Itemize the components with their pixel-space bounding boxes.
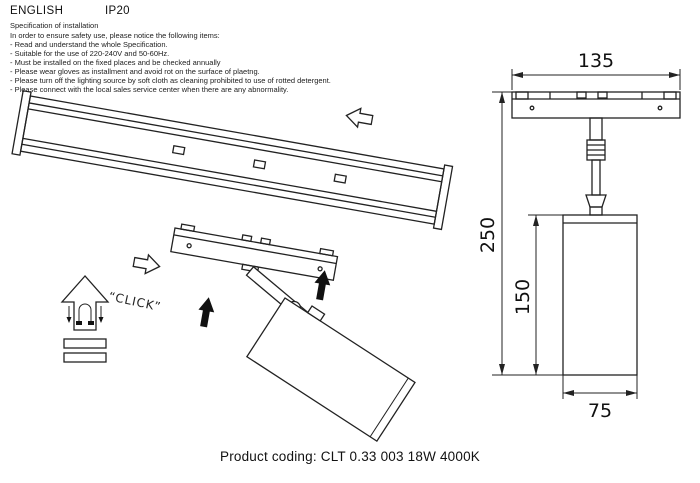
slide-arrow-right-icon [132, 253, 161, 275]
product-coding: Product coding: CLT 0.33 003 18W 4000K [219, 449, 480, 464]
spec-block: Specification of installation In order t… [10, 21, 380, 94]
track-adapter [170, 223, 339, 282]
lamp-head [245, 297, 416, 443]
click-label: “CLICK” [107, 289, 162, 314]
spec-item: - Read and understand the whole Specific… [10, 40, 168, 49]
push-up-arrow-right [314, 270, 331, 301]
dim-250-label: 250 [480, 217, 499, 253]
lamp-side-view [562, 214, 638, 376]
dimension-135: 135 [511, 50, 681, 90]
magnet-bar-top [63, 338, 107, 349]
spec-item: - Suitable for the use of 220-240V and 5… [10, 49, 170, 58]
spec-item: - Please wear gloves as installment and … [10, 67, 260, 76]
spec-title: Specification of installation [10, 21, 99, 30]
slide-arrow-left-icon [345, 107, 374, 129]
magnet-bar-bottom [63, 352, 107, 363]
track-rail [11, 89, 454, 231]
push-up-arrow-left [198, 297, 215, 328]
spec-intro: In order to ensure safety use, please no… [10, 31, 220, 40]
spec-item: - Please turn off the lighting source by… [10, 76, 331, 85]
dim-135-label: 135 [578, 50, 614, 72]
spec-item: - Please connect with the local sales se… [10, 85, 289, 94]
spec-item: - Must be installed on the fixed places … [10, 58, 221, 67]
dim-150-label: 150 [512, 279, 534, 315]
dimension-75: 75 [562, 375, 638, 422]
magnet-icon [60, 275, 110, 363]
dim-75-label: 75 [588, 400, 612, 422]
dimension-150: 150 [512, 214, 563, 375]
dimension-drawing: 135 [480, 50, 681, 422]
installation-illustration: “CLICK” [11, 89, 454, 443]
dimension-250: 250 [480, 91, 563, 376]
ip-rating-label: IP20 [105, 5, 130, 17]
adapter-side-view [511, 91, 681, 119]
language-label: ENGLISH [10, 5, 64, 17]
stem-side-view [585, 117, 607, 216]
